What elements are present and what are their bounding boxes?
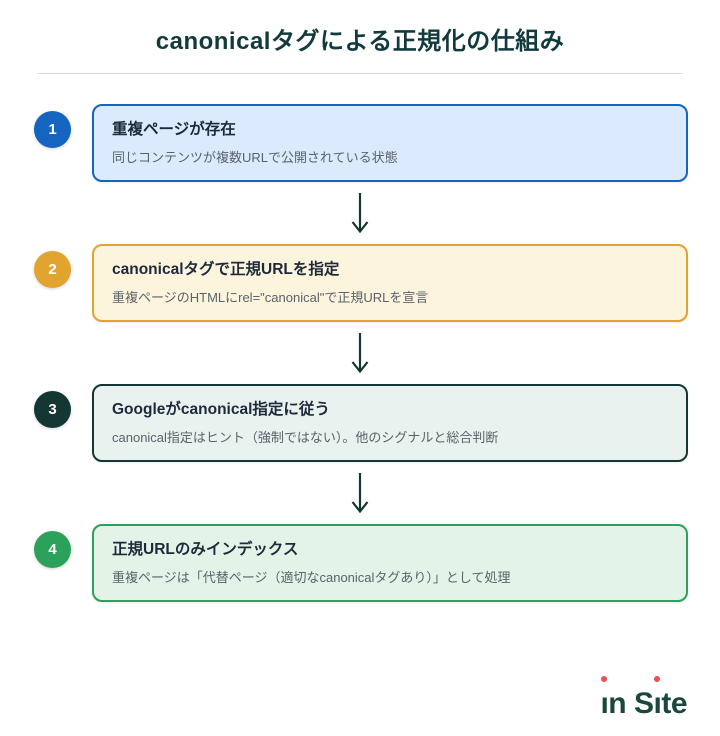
- step-3-box: Googleがcanonical指定に従う canonical指定はヒント（強制…: [92, 384, 688, 462]
- step-2-box: canonicalタグで正規URLを指定 重複ページのHTMLにrel="can…: [92, 244, 688, 322]
- step-1-description: 同じコンテンツが複数URLで公開されている状態: [112, 149, 398, 165]
- step-2-title: canonicalタグで正規URLを指定: [112, 261, 340, 278]
- header-divider: [38, 73, 682, 74]
- flow-diagram: 1 重複ページが存在 同じコンテンツが複数URLで公開されている状態 2 can…: [0, 104, 720, 602]
- arrow-wrap: [0, 462, 720, 524]
- header: canonicalタグによる正規化の仕組み: [0, 0, 720, 74]
- step-2-description: 重複ページのHTMLにrel="canonical"で正規URLを宣言: [112, 289, 429, 305]
- step-1-title: 重複ページが存在: [112, 121, 236, 138]
- logo-i-dot: [601, 676, 608, 682]
- step-3-title: Googleがcanonical指定に従う: [112, 401, 330, 418]
- step-2-number-badge: 2: [34, 251, 71, 288]
- arrow-down-icon: [351, 193, 369, 234]
- logo-letter-i: ı: [653, 676, 662, 719]
- page-title: canonicalタグによる正規化の仕組み: [155, 28, 565, 55]
- step-row-4: 4 正規URLのみインデックス 重複ページは「代替ページ（適切なcanonica…: [0, 524, 720, 602]
- step-3-description: canonical指定はヒント（強制ではない）。他のシグナルと総合判断: [112, 429, 499, 445]
- arrow-down-icon: [351, 473, 369, 514]
- step-4-number-badge: 4: [34, 531, 71, 568]
- step-4-description: 重複ページは「代替ページ（適切なcanonicalタグあり）」として処理: [112, 569, 511, 585]
- step-row-3: 3 Googleがcanonical指定に従う canonical指定はヒント（…: [0, 384, 720, 462]
- step-4-title: 正規URLのみインデックス: [112, 541, 299, 558]
- arrow-wrap: [0, 182, 720, 244]
- arrow-down-icon: [351, 333, 369, 374]
- step-4-box: 正規URLのみインデックス 重複ページは「代替ページ（適切なcanonicalタ…: [92, 524, 688, 602]
- step-3-number-badge: 3: [34, 391, 71, 428]
- logo-letter-i: ı: [600, 676, 609, 719]
- step-row-2: 2 canonicalタグで正規URLを指定 重複ページのHTMLにrel="c…: [0, 244, 720, 322]
- step-row-1: 1 重複ページが存在 同じコンテンツが複数URLで公開されている状態: [0, 104, 720, 182]
- logo-i-dot: [654, 676, 661, 682]
- arrow-wrap: [0, 322, 720, 384]
- step-1-box: 重複ページが存在 同じコンテンツが複数URLで公開されている状態: [92, 104, 688, 182]
- step-1-number-badge: 1: [34, 111, 71, 148]
